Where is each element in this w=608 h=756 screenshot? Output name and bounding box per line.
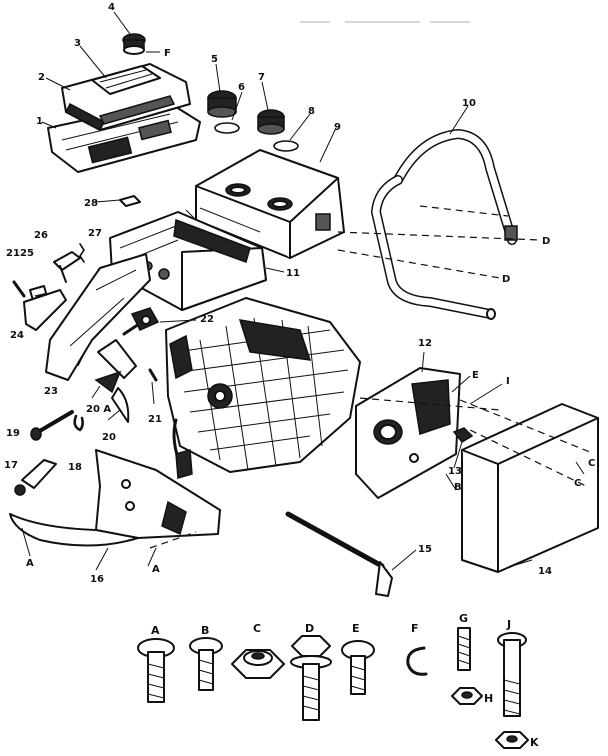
hardware-bolt-e <box>341 640 375 695</box>
letter-d-upper: D <box>542 236 550 247</box>
hardware-nut-k <box>495 731 529 749</box>
callout-7: 7 <box>258 72 265 83</box>
callout-18: 18 <box>68 462 82 473</box>
hardware-label-b: B <box>201 624 209 637</box>
hardware-label-a: A <box>151 624 160 637</box>
part-nut-13 <box>452 427 474 443</box>
hardware-clip-f <box>406 646 428 676</box>
callout-labels: 4 3 2 1 5 6 7 8 9 10 11 28 21 25 26 27 2… <box>4 2 552 585</box>
callout-28: 28 <box>84 198 98 209</box>
callout-27: 27 <box>88 228 102 239</box>
callout-3: 3 <box>74 38 81 49</box>
part-side-plate <box>355 367 461 499</box>
callout-17: 17 <box>4 460 18 471</box>
callout-13: 13 <box>448 466 462 477</box>
part-filter <box>91 65 161 95</box>
hardware-label-d: D <box>305 622 314 635</box>
letter-i-side: I <box>506 376 510 387</box>
callout-23: 23 <box>44 386 58 397</box>
callout-16: 16 <box>90 574 104 585</box>
callout-10: 10 <box>462 98 476 109</box>
callout-15: 15 <box>418 544 432 555</box>
part-knob <box>122 33 146 55</box>
part-trigger-26 <box>53 251 81 283</box>
callout-21-mid: 21 <box>148 414 162 425</box>
letter-a-bottom: A <box>26 558 34 569</box>
callout-14: 14 <box>538 566 552 577</box>
part-fuel-cap <box>257 109 285 135</box>
letter-labels: F D D E I B C C A A <box>26 48 595 575</box>
callout-24: 24 <box>10 330 24 341</box>
callout-22: 22 <box>200 314 214 325</box>
part-carburetor-22 <box>122 307 160 336</box>
callout-21-upper: 21 <box>6 248 20 259</box>
callout-19: 19 <box>6 428 20 439</box>
part-spring-20 <box>111 387 130 423</box>
part-spring-27 <box>79 243 85 263</box>
hardware-nut-h <box>451 687 483 705</box>
assembly-lines <box>149 205 591 549</box>
callout-2: 2 <box>38 72 45 83</box>
letter-a-bottom-2: A <box>152 564 160 575</box>
part-wrench <box>285 511 393 597</box>
hardware-label-j: J <box>506 618 511 631</box>
hardware-nut-c <box>231 649 285 679</box>
part-pin-21-mid <box>148 368 158 382</box>
part-bottom-plate <box>9 449 221 547</box>
callout-8: 8 <box>308 106 315 117</box>
hardware-label-f: F <box>411 622 419 635</box>
callout-6: 6 <box>238 82 245 93</box>
hardware-label-k: K <box>530 736 539 749</box>
part-engine <box>165 297 361 479</box>
part-washer-28 <box>119 195 141 207</box>
callout-11: 11 <box>286 268 300 279</box>
hardware-label-h: H <box>484 692 493 705</box>
callout-12: 12 <box>418 338 432 349</box>
letter-f-knob: F <box>164 48 171 59</box>
part-lever-24 <box>23 289 67 331</box>
part-pin-21-upper <box>12 280 26 298</box>
letter-c-side: C <box>588 458 595 469</box>
letter-d-lower: D <box>502 274 510 285</box>
hardware-label-e: E <box>352 622 360 635</box>
hardware-bolt-a <box>137 638 175 703</box>
callout-25: 25 <box>20 248 34 259</box>
callout-20: 20 <box>102 432 116 443</box>
hardware-labels: A B C D E F G H J K <box>151 612 539 749</box>
hardware-stud-g <box>457 627 471 671</box>
part-guard-20a <box>94 339 137 394</box>
part-strap-17 <box>14 459 57 496</box>
hardware-label-g: G <box>459 612 468 625</box>
callout-5: 5 <box>211 54 218 65</box>
part-oil-cap <box>207 90 237 118</box>
part-seal-8 <box>273 140 299 152</box>
part-bolt-19 <box>30 410 74 441</box>
hardware-label-c: C <box>253 622 261 635</box>
callout-26: 26 <box>34 230 48 241</box>
letter-c-side-2: C <box>574 478 581 489</box>
part-rear-handle <box>45 253 151 381</box>
callout-4: 4 <box>108 2 115 13</box>
callout-20a: 20 A <box>86 404 111 415</box>
callout-9: 9 <box>334 122 341 133</box>
hardware-bolt-b <box>189 637 223 691</box>
part-handlebar <box>370 128 518 320</box>
hardware-bolt-d <box>290 635 332 721</box>
letter-b-side: B <box>454 482 462 493</box>
leader-lines <box>21 11 585 571</box>
callout-1: 1 <box>36 116 43 127</box>
part-seal-6 <box>214 122 240 134</box>
part-cover-block <box>461 403 599 573</box>
hardware-bolt-j <box>497 632 527 717</box>
letter-e-side: E <box>472 370 479 381</box>
part-hook-18 <box>73 414 84 432</box>
